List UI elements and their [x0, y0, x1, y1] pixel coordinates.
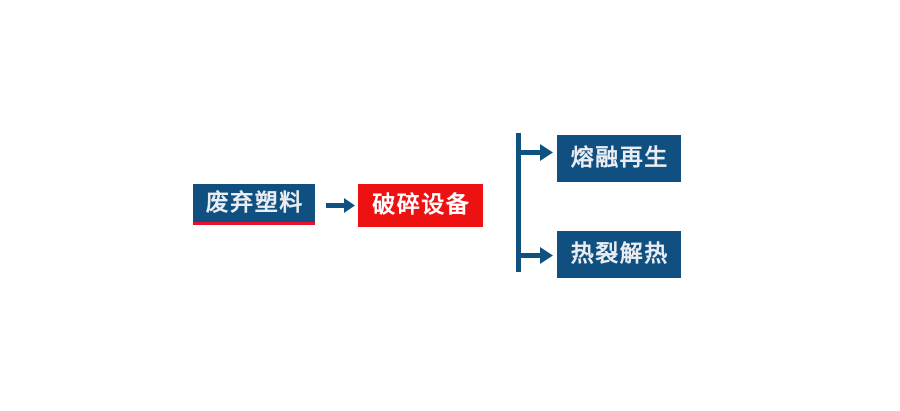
- node-pyrolysis[interactable]: 热裂解热: [557, 231, 681, 278]
- node-waste-plastic[interactable]: 废弃塑料: [193, 184, 315, 222]
- node-melt-regeneration[interactable]: 熔融再生: [557, 135, 681, 182]
- node-crusher[interactable]: 破碎设备: [358, 184, 483, 227]
- arrow-branch-to-pyrolysis-icon: [518, 247, 553, 264]
- node-waste-plastic-underline: [193, 222, 315, 225]
- arrow-branch-to-melt-regeneration-icon: [518, 144, 553, 161]
- arrow-waste-to-crusher-icon: [326, 198, 355, 213]
